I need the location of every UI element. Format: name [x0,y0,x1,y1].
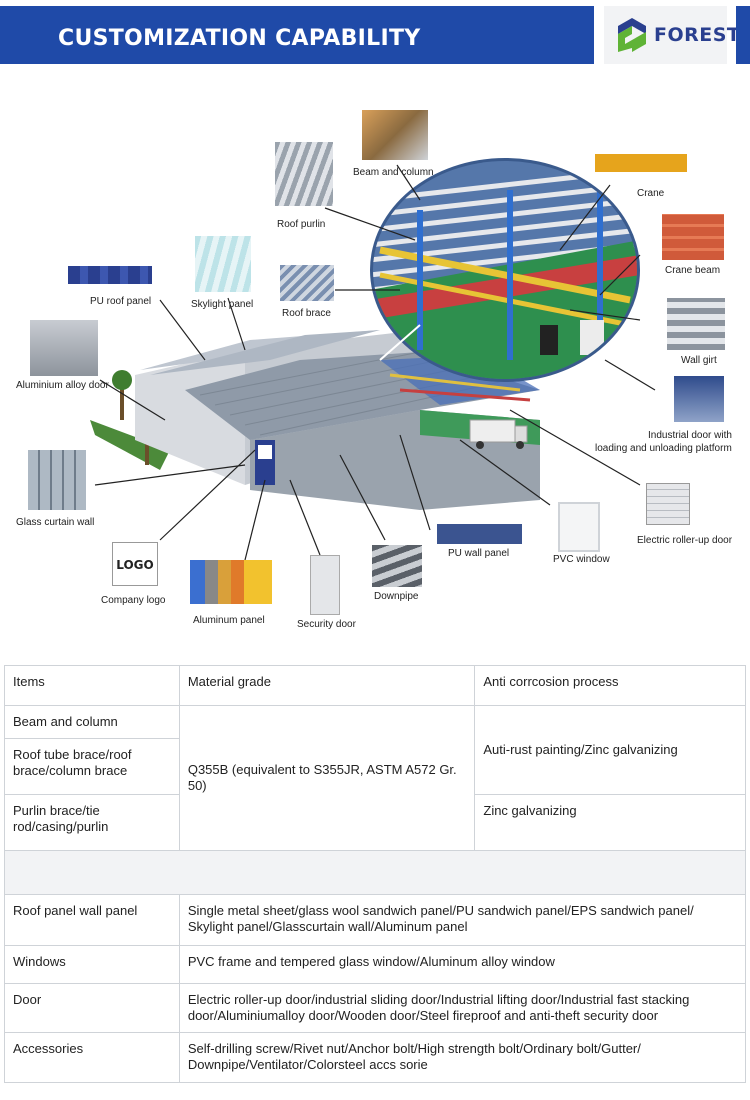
specification-table: Items Material grade Anti corrcosion pro… [4,665,747,1083]
label-glass-curtain-wall: Glass curtain wall [16,517,95,528]
beam-column-thumb [362,110,428,160]
building-diagram [90,158,656,561]
table-row: Windows PVC frame and tempered glass win… [4,945,747,984]
label-aluminium-alloy-door: Aluminium alloy door [16,380,109,391]
row-windows-label: Windows [4,945,180,984]
pu-roof-panel-thumb [68,266,152,284]
building-illustration: LOGO Beam and column Roof purlin Crane C… [0,90,750,645]
brand-logo: FOREST [604,6,740,64]
roof-brace-thumb [280,265,334,301]
header-material-grade: Material grade [178,665,476,706]
header-edge [736,6,750,64]
wall-girt-thumb [667,298,725,350]
roof-purlin-thumb [275,142,333,206]
label-crane-beam: Crane beam [665,265,721,276]
pvc-window-thumb [558,502,600,552]
label-company-logo: Company logo [101,595,166,606]
label-electric-roller-up-door: Electric roller-up door [637,535,733,546]
label-skylight-panel: Skylight panel [191,299,254,310]
forest-logo-icon [618,18,646,52]
label-wall-girt: Wall girt [681,355,717,366]
row-panel-value: Single metal sheet/glass wool sandwich p… [178,894,747,946]
anti-corrosion-value-2: Zinc galvanizing [474,794,746,851]
company-logo-thumb: LOGO [112,542,158,586]
skylight-panel-thumb [195,236,251,292]
header-items: Items [4,665,180,706]
row-accessories-value: Self-drilling screw/Rivet nut/Anchor bol… [178,1032,747,1083]
glass-curtain-wall-thumb [28,450,86,510]
row-door-label: Door [4,983,180,1033]
table-row: Roof tube brace/roof brace/column brace [4,738,746,795]
table-row: Roof panel wall panel Single metal sheet… [4,894,747,946]
pu-wall-panel-thumb [437,524,522,544]
table-row: Purlin brace/tie rod/casing/purlin Zinc … [4,794,746,851]
header-anti-corrosion: Anti corrcosion process [474,665,746,706]
label-pu-wall-panel: PU wall panel [448,548,510,559]
label-security-door: Security door [297,619,356,630]
label-downpipe: Downpipe [374,591,419,602]
table-row: Door Electric roller-up door/industrial … [4,983,747,1033]
label-roof-purlin: Roof purlin [277,219,326,230]
table-spacer-row [4,850,746,895]
brand-name: FOREST [654,24,741,46]
page-title: CUSTOMIZATION CAPABILITY [58,26,421,51]
spacer-cell [4,850,746,895]
aluminum-panel-thumb [190,560,272,604]
downpipe-thumb [372,545,422,587]
label-crane: Crane [637,188,665,199]
table-header-row: Items Material grade Anti corrcosion pro… [4,665,746,706]
header-bar: CUSTOMIZATION CAPABILITY [0,6,594,64]
roller-up-door-thumb [646,483,690,525]
label-industrial-door-2: loading and unloading platform [595,443,732,454]
row-door-value: Electric roller-up door/industrial slidi… [178,983,747,1033]
label-pvc-window: PVC window [553,554,610,565]
label-beam-and-column: Beam and column [353,167,434,178]
table-row: Accessories Self-drilling screw/Rivet nu… [4,1032,747,1083]
crane-beam-thumb [662,214,724,260]
label-roof-brace: Roof brace [282,308,331,319]
anti-corrosion-value-1: Auti-rust painting/Zinc galvanizing [474,705,746,795]
aluminium-door-thumb [30,320,98,376]
row-purlin-brace-label: Purlin brace/tie rod/casing/purlin [4,794,180,851]
crane-thumb [595,154,687,172]
row-beam-label: Beam and column [4,705,180,739]
table-row: Beam and column Q355B (equivalent to S35… [4,705,746,851]
label-industrial-door: Industrial door with [648,430,732,441]
row-accessories-label: Accessories [4,1032,180,1083]
security-door-thumb [310,555,340,615]
row-panel-label: Roof panel wall panel [4,894,180,946]
row-roof-tube-label: Roof tube brace/roof brace/column brace [4,738,180,795]
industrial-door-thumb [674,376,724,422]
label-aluminum-panel: Aluminum panel [193,615,265,626]
label-pu-roof-panel: PU roof panel [90,296,152,307]
material-grade-value: Q355B (equivalent to S355JR, ASTM A572 G… [178,705,476,851]
row-windows-value: PVC frame and tempered glass window/Alum… [178,945,747,984]
